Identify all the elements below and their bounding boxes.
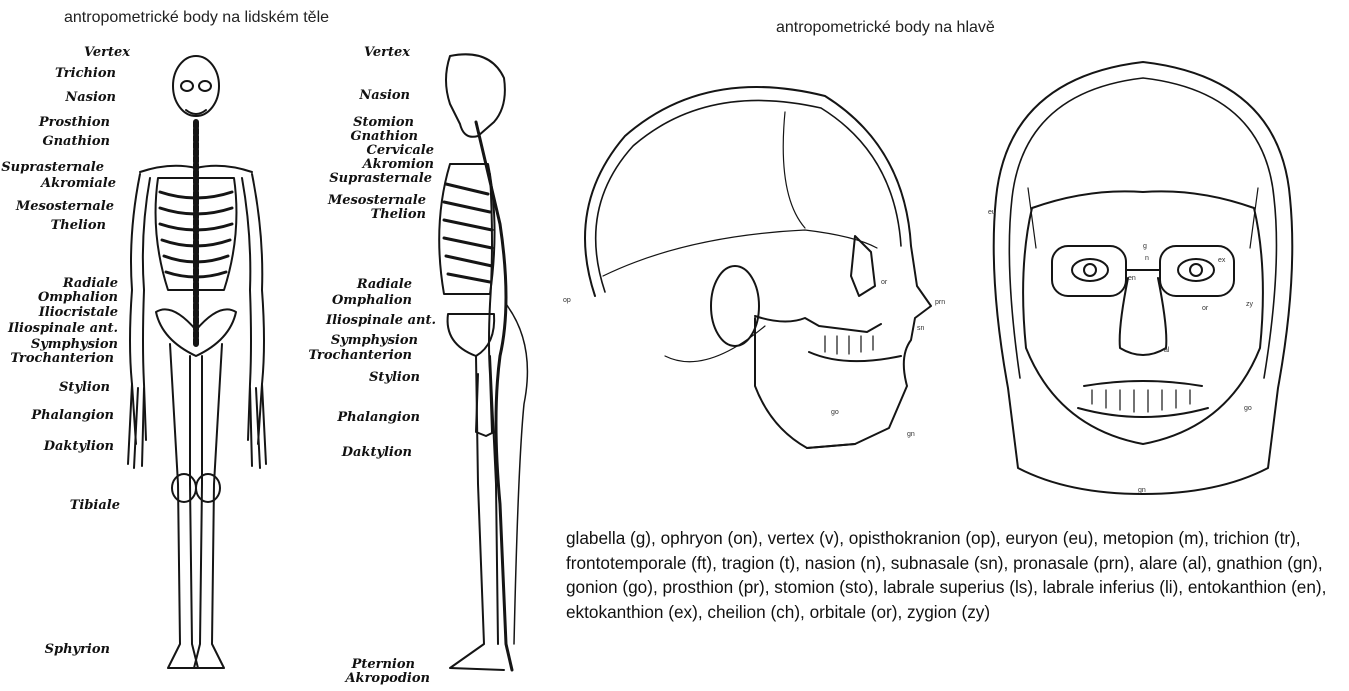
front-label-akromiale: Akromiale <box>41 177 116 190</box>
body-figure-title: antropometrické body na lidském těle <box>64 9 329 27</box>
side-label-omphalion: Omphalion <box>332 294 412 307</box>
side-label-vertex: Vertex <box>364 46 410 59</box>
front-label-suprasternale: Suprasternale <box>1 161 104 174</box>
front-label-phalangion: Phalangion <box>31 409 114 422</box>
side-label-cervicale: Cervicale <box>366 144 434 157</box>
side-skeleton-drawing <box>300 44 550 691</box>
side-label-pternion: Pternion <box>352 658 415 671</box>
front-label-nasion: Nasion <box>65 91 116 104</box>
head-front-mark-eu: eu <box>988 209 996 216</box>
front-label-daktylion: Daktylion <box>44 440 114 453</box>
head-front-mark-ex: ex <box>1218 257 1226 264</box>
side-label-symphysion: Symphysion <box>331 334 418 347</box>
head-front-mark-gn: gn <box>1138 487 1146 494</box>
head-side-mark-gn: gn <box>907 431 915 438</box>
side-label-iliospinale: Iliospinale ant. <box>326 314 436 327</box>
front-label-trochanterion: Trochanterion <box>10 352 114 365</box>
side-label-akropodion: Akropodion <box>345 672 430 685</box>
front-label-stylion: Stylion <box>59 381 110 394</box>
side-label-trochanterion: Trochanterion <box>308 349 412 362</box>
front-label-sphyrion: Sphyrion <box>45 643 110 656</box>
front-label-iliocristale: Iliocristale <box>39 306 118 319</box>
head-side-mark-or: or <box>881 279 888 286</box>
front-label-iliospinale: Iliospinale ant. <box>8 322 118 335</box>
side-label-thelion: Thelion <box>371 208 426 221</box>
side-label-suprasternale: Suprasternale <box>329 172 432 185</box>
head-side-mark-sn: sn <box>917 325 925 332</box>
side-label-daktylion: Daktylion <box>342 446 412 459</box>
front-label-radiale: Radiale <box>63 277 118 290</box>
head-front-view-drawing: g n eu ex en or zy al go gn <box>968 48 1318 503</box>
side-skeleton-figure: Vertex Nasion Stomion Gnathion Cervicale… <box>300 44 550 691</box>
landmark-legend-text: glabella (g), ophryon (on), vertex (v), … <box>566 526 1336 624</box>
front-label-omphalion: Omphalion <box>38 291 118 304</box>
front-label-gnathion: Gnathion <box>43 135 111 148</box>
head-side-mark-go: go <box>831 409 839 416</box>
head-front-mark-n: n <box>1145 255 1149 262</box>
front-label-symphysion: Symphysion <box>31 338 118 351</box>
head-side-mark-prn: prn <box>935 299 945 306</box>
front-skeleton-figure: Vertex Trichion Nasion Prosthion Gnathio… <box>0 44 300 691</box>
head-side-mark-op: op <box>563 297 571 304</box>
head-figure-title: antropometrické body na hlavě <box>776 19 995 37</box>
front-label-tibiale: Tibiale <box>70 499 120 512</box>
head-front-mark-al: al <box>1164 347 1170 354</box>
head-front-mark-or: or <box>1202 305 1209 312</box>
side-label-nasion: Nasion <box>359 89 410 102</box>
front-label-mesosternale: Mesosternale <box>16 200 114 213</box>
side-label-radiale: Radiale <box>357 278 412 291</box>
side-label-gnathion: Gnathion <box>351 130 419 143</box>
side-label-stylion: Stylion <box>369 371 420 384</box>
side-label-phalangion: Phalangion <box>337 411 420 424</box>
side-label-stomion: Stomion <box>353 116 414 129</box>
head-front-mark-g: g <box>1143 243 1147 250</box>
head-side-view-figure: op or prn sn go gn <box>555 56 965 486</box>
head-side-view-drawing: op or prn sn go gn <box>555 56 965 486</box>
side-label-mesosternale: Mesosternale <box>328 194 426 207</box>
front-label-prosthion: Prosthion <box>39 116 110 129</box>
front-label-thelion: Thelion <box>51 219 106 232</box>
head-front-view-figure: g n eu ex en or zy al go gn <box>968 48 1318 503</box>
head-front-mark-zy: zy <box>1246 301 1254 308</box>
front-label-trichion: Trichion <box>55 67 116 80</box>
head-front-mark-en: en <box>1128 275 1136 282</box>
head-front-mark-go: go <box>1244 405 1252 412</box>
front-label-vertex: Vertex <box>84 46 130 59</box>
side-label-akromion: Akromion <box>363 158 434 171</box>
